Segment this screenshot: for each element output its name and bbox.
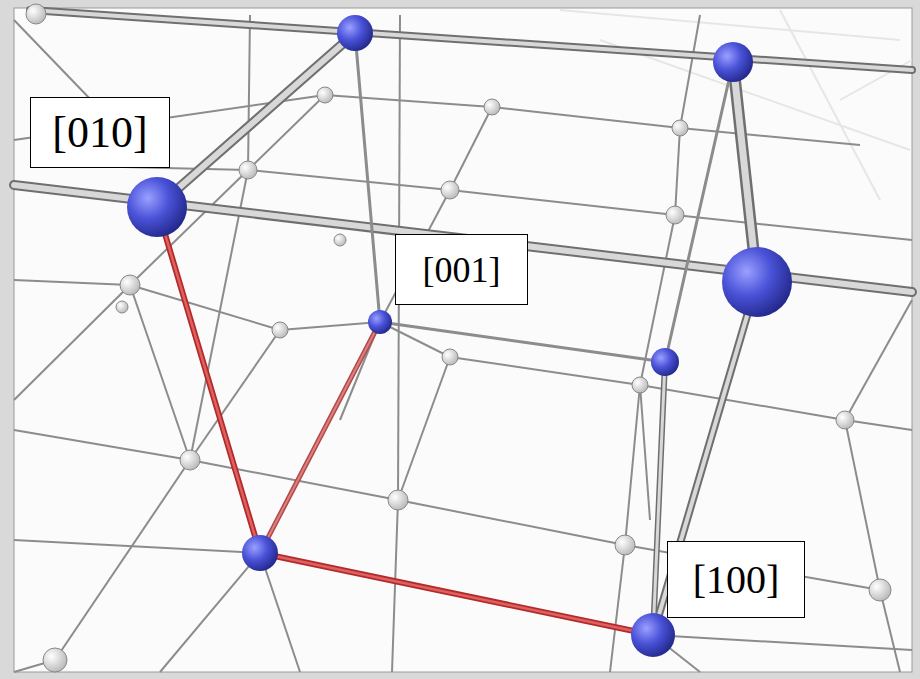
direction-label-box: [001] xyxy=(395,234,528,305)
direction-label: [010] xyxy=(52,111,147,155)
frame xyxy=(14,8,912,672)
direction-label: [001] xyxy=(423,252,501,288)
direction-label: [100] xyxy=(693,560,780,600)
direction-label-box: [100] xyxy=(667,541,805,618)
thin-grid xyxy=(14,15,912,672)
red-vectors xyxy=(157,207,653,635)
main-rods xyxy=(14,10,912,635)
lattice-atoms-white xyxy=(26,4,891,672)
direction-label-box: [010] xyxy=(30,97,170,168)
